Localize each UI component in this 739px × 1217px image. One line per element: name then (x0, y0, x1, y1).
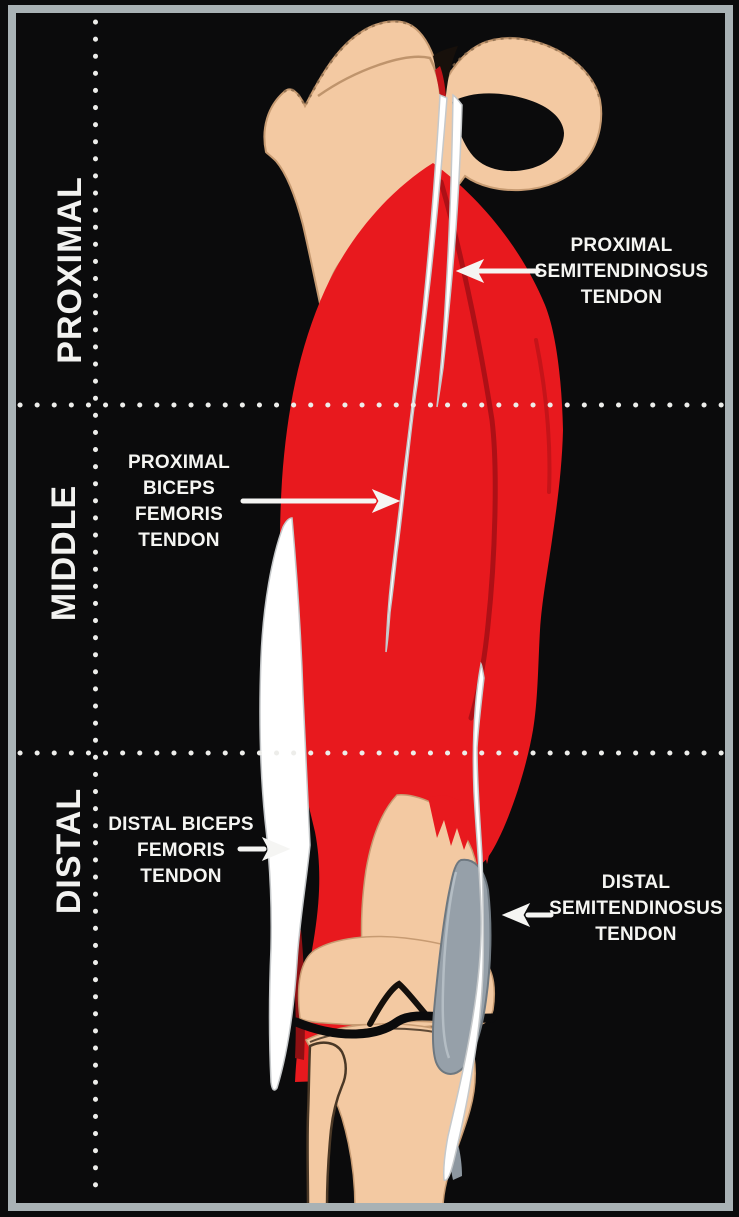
label-proximal-biceps-femoris-tendon: PROXIMAL BICEPS FEMORIS TENDON (99, 450, 259, 554)
notch-muscle-sliver (435, 66, 446, 97)
label-line: TENDON (595, 924, 677, 945)
white-tendons (259, 93, 485, 1181)
label-line: PROXIMAL (570, 235, 673, 256)
label-distal-biceps-femoris-tendon: DISTAL BICEPS FEMORIS TENDON (96, 812, 266, 890)
pelvis-stippled-edge (283, 20, 602, 109)
muscle-crease-right (534, 338, 552, 494)
proximal-semitendinosus-arrow-icon (455, 258, 541, 284)
region-label-proximal: PROXIMAL (51, 176, 89, 364)
distal-biceps-femoris-arrow-icon (237, 836, 291, 862)
distal-semitendinosus-arrow-icon (501, 902, 554, 928)
label-line: DISTAL BICEPS (108, 814, 254, 835)
right-tendon-shape (443, 661, 485, 1181)
region-label-distal: DISTAL (50, 787, 88, 915)
label-line: BICEPS (143, 478, 215, 499)
region-label-middle: MIDDLE (45, 484, 83, 622)
figure-frame (8, 5, 733, 1211)
label-line: TENDON (140, 866, 222, 887)
annotation-arrows (237, 258, 554, 928)
label-line: TENDON (580, 287, 663, 308)
pelvis-foramen-hole (452, 93, 564, 172)
label-line: FEMORIS (135, 504, 223, 525)
label-line: PROXIMAL (128, 452, 230, 473)
label-distal-semitendinosus-tendon: DISTAL SEMITENDINOSUS TENDON (546, 870, 726, 948)
label-line: SEMITENDINOSUS (534, 261, 709, 282)
label-line: DISTAL (601, 872, 671, 893)
proximal-biceps-femoris-arrow-icon (240, 488, 401, 514)
gray-tendon-highlight (441, 871, 458, 1059)
label-proximal-semitendinosus-tendon: PROXIMAL SEMITENDINOSUS TENDON (531, 233, 712, 311)
label-line: FEMORIS (137, 840, 225, 861)
label-line: TENDON (138, 530, 220, 551)
intercondylar-notch (367, 980, 431, 1027)
proximal-semitendinosus-tendon-shape (436, 93, 463, 408)
label-line: SEMITENDINOSUS (549, 898, 723, 919)
proximal-biceps-femoris-tendon-shape (385, 93, 448, 653)
distal-biceps-femoris-tendon-shape (259, 517, 311, 1091)
fibula (306, 1041, 347, 1210)
